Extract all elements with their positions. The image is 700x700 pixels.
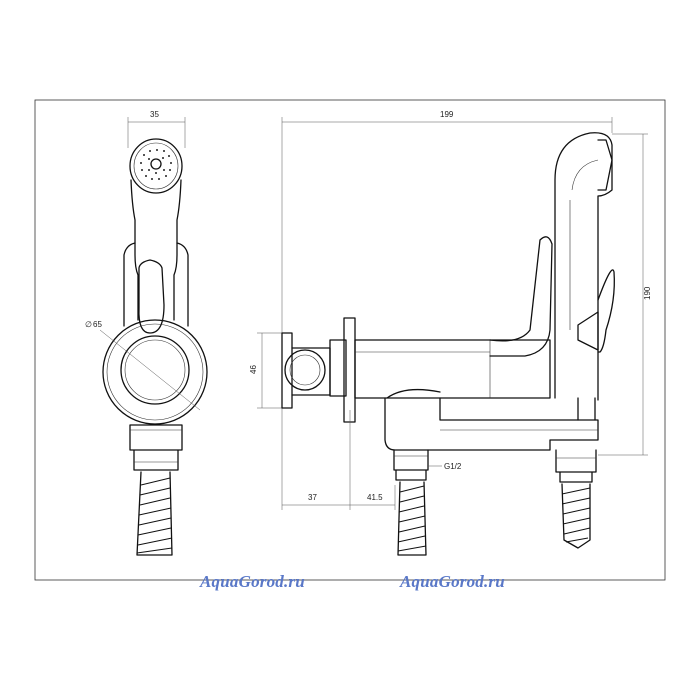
- watermark-left: AquaGorod.ru: [200, 572, 305, 591]
- dim-total-199: 199: [440, 110, 454, 119]
- hose-right: [561, 483, 591, 549]
- drawing-frame: [34, 99, 666, 581]
- nozzle-head-outline: [129, 138, 183, 194]
- control-lever: [489, 236, 553, 357]
- dim-height-46: 46: [249, 365, 258, 374]
- dim-height-190: 190: [643, 286, 652, 300]
- mixer-body: [354, 339, 551, 399]
- wall-plate: [102, 319, 208, 425]
- handshower-trigger: [597, 269, 615, 353]
- hose-middle: [397, 481, 427, 556]
- holder-ring: [120, 335, 190, 405]
- bottom-manifold: [384, 397, 599, 451]
- nozzle-holes: [140, 149, 172, 180]
- dim-depth-41-5: 41.5: [367, 493, 383, 502]
- hose-nut: [129, 424, 183, 471]
- watermark-right: AquaGorod.ru: [400, 572, 505, 591]
- bracket-holder-ring: [284, 349, 326, 391]
- dim-thread: G1/2: [444, 462, 462, 471]
- dim-width-35: 35: [150, 110, 159, 119]
- inlet-nut: [393, 449, 429, 481]
- wall-bracket-plate: [281, 332, 293, 409]
- trigger-lever: [138, 259, 165, 334]
- dim-depth-37: 37: [308, 493, 317, 502]
- side-view: 199 190 46: [249, 110, 652, 556]
- dim-dia-65: 65: [93, 320, 102, 329]
- handshower-body: [554, 132, 613, 401]
- handle-body: [130, 179, 182, 321]
- valve-body: [329, 339, 347, 397]
- nozzle-center-icon: [150, 158, 162, 170]
- outlet-nut: [555, 449, 597, 483]
- hose-left: [136, 471, 173, 556]
- front-view: 35 ∅ 65: [85, 110, 208, 556]
- diameter-symbol: ∅: [85, 320, 92, 329]
